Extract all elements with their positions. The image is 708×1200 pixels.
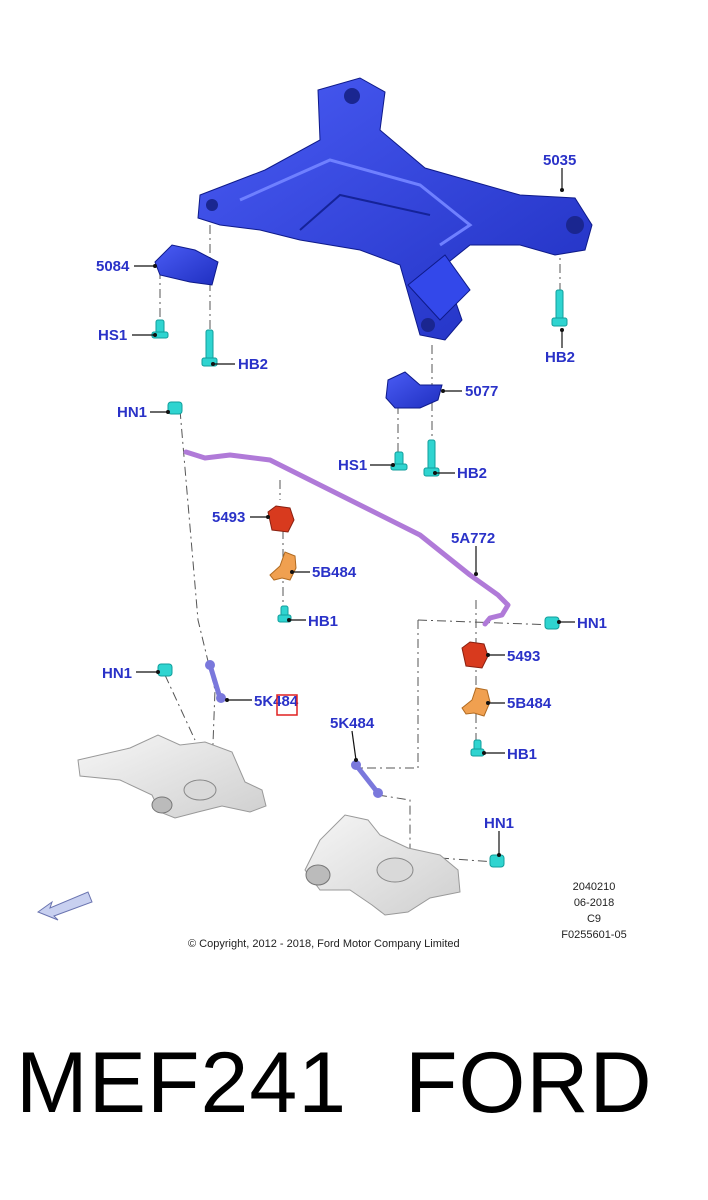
label-hb1-left: HB1 [308, 613, 338, 630]
subframe-5035 [197, 77, 593, 341]
bracket-5b484-right [461, 687, 491, 717]
bushing-5493-right [461, 641, 489, 669]
leader-lines [132, 168, 575, 857]
bolt-hb2-lower [423, 439, 440, 477]
label-hb2-upper-right: HB2 [545, 349, 575, 366]
label-5035: 5035 [543, 152, 576, 169]
bracket-5084 [154, 244, 219, 286]
part-labels: 5035 5084 HS1 HB2 HB2 5077 HN1 HS1 HB2 5… [96, 152, 607, 832]
label-hn1-left: HN1 [102, 665, 132, 682]
meta-ref: F0255601-05 [561, 929, 626, 941]
label-5a772: 5A772 [451, 530, 495, 547]
knuckle-left [77, 734, 267, 819]
label-5k484-right: 5K484 [330, 715, 375, 732]
label-hs1-upper: HS1 [98, 327, 127, 344]
bolt-hb2-upper-right [551, 289, 568, 327]
link-5k484-left [205, 660, 226, 703]
label-5077: 5077 [465, 383, 498, 400]
link-5k484-right [351, 760, 383, 798]
bolt-hs1-lower [390, 451, 408, 471]
label-5084: 5084 [96, 258, 130, 275]
label-hb2-upper-left: HB2 [238, 356, 268, 373]
stabilizer-bar-5a772 [183, 449, 511, 627]
label-5493-left: 5493 [212, 509, 245, 526]
direction-arrow-icon [36, 891, 93, 921]
parts-diagram: 5035 5084 HS1 HB2 HB2 5077 HN1 HS1 HB2 5… [36, 77, 627, 950]
label-hn1-bottom: HN1 [484, 815, 514, 832]
brand-name: FORD [405, 1035, 653, 1131]
nut-hn1-top [167, 401, 183, 415]
bracket-5077 [385, 371, 443, 409]
label-hb1-right: HB1 [507, 746, 537, 763]
nut-hn1-left [157, 663, 173, 677]
footer-banner: MEF241 FORD [0, 1040, 708, 1170]
bushing-5493-left [267, 505, 295, 533]
nut-hn1-bottom [489, 854, 505, 868]
bolt-hb2-upper-left [201, 329, 218, 367]
bolt-hb1-right [470, 739, 485, 757]
meta-date: 06-2018 [574, 897, 614, 909]
label-hn1-top: HN1 [117, 404, 147, 421]
bracket-5b484-left [269, 551, 297, 581]
nut-hn1-right [544, 616, 560, 630]
label-5493-right: 5493 [507, 648, 540, 665]
label-5b484-left: 5B484 [312, 564, 357, 581]
part-number: MEF241 [16, 1035, 348, 1131]
drawing-metadata: 2040210 06-2018 C9 F0255601-05 [561, 881, 626, 941]
knuckle-right [304, 814, 461, 916]
copyright-notice: © Copyright, 2012 - 2018, Ford Motor Com… [188, 938, 460, 950]
meta-rev: C9 [587, 913, 601, 925]
label-hb2-lower: HB2 [457, 465, 487, 482]
label-hs1-lower: HS1 [338, 457, 367, 474]
label-hn1-right: HN1 [577, 615, 607, 632]
label-5b484-right: 5B484 [507, 695, 552, 712]
fastener-group [151, 289, 568, 868]
meta-code: 2040210 [573, 881, 616, 893]
highlight-box [276, 694, 298, 716]
